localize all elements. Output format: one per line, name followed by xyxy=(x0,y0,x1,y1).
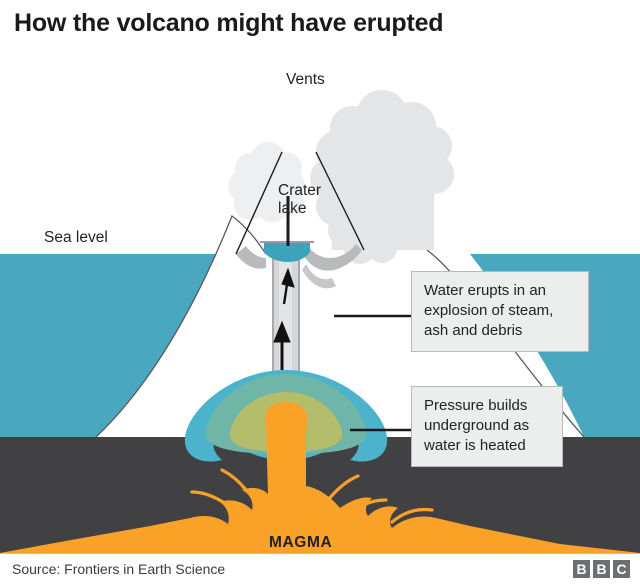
magma-tendrils xyxy=(190,468,434,524)
bbc-logo: B B C xyxy=(573,560,630,578)
crater-lake-water xyxy=(264,242,310,262)
flow-arrows xyxy=(273,267,295,370)
steam-plume-main xyxy=(310,90,454,264)
label-sea-level: Sea level xyxy=(44,229,108,246)
page-title: How the volcano might have erupted xyxy=(14,9,444,37)
label-magma: MAGMA xyxy=(269,534,333,551)
label-vents: Vents xyxy=(286,71,325,88)
bbc-logo-letter-1: B xyxy=(573,560,590,578)
vent-branch-right-inner xyxy=(302,264,336,289)
label-crater-lake: Crater lake xyxy=(278,182,322,217)
leader-lines xyxy=(235,151,412,432)
vent-branch-left xyxy=(236,246,266,269)
bbc-logo-letter-2: B xyxy=(593,560,610,578)
callout-pressure: Pressure builds underground as water is … xyxy=(411,386,563,467)
callout-eruption: Water erupts in an explosion of steam, a… xyxy=(411,271,589,352)
volcano-outline xyxy=(95,214,267,438)
magma-body xyxy=(0,402,640,553)
source-credit: Source: Frontiers in Earth Science xyxy=(12,561,226,577)
bbc-logo-letter-3: C xyxy=(613,560,630,578)
footer-divider xyxy=(0,553,640,554)
vent-branch-right-outer xyxy=(304,244,362,271)
vent-leader-right xyxy=(315,151,365,251)
vent-leader-left xyxy=(235,151,283,255)
